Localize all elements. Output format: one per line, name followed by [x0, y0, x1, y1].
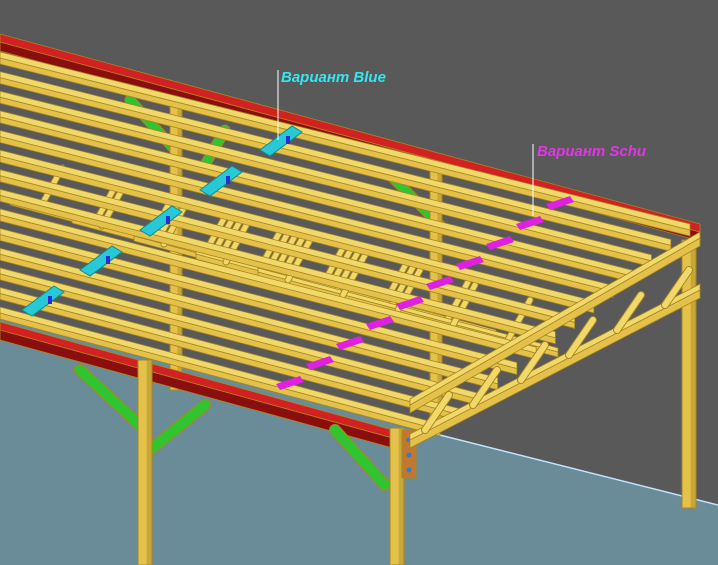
ground-edge-line: [419, 429, 718, 506]
blue-bolt-1: [106, 256, 110, 264]
schu-connector-5: [396, 296, 424, 310]
blue-bolt-2: [166, 216, 170, 224]
schu-connector-0: [546, 196, 574, 210]
deck-joist-9-top: [0, 228, 518, 370]
deck-joist-10-top: [0, 247, 499, 385]
blue-connector-4: [259, 125, 303, 157]
blue-connector-2: [139, 205, 183, 237]
front-post-2-shade: [398, 428, 404, 565]
side-truss-top-chord-top: [409, 231, 701, 406]
schu-connector-9: [276, 376, 304, 390]
deck-joist-0-top: [0, 51, 691, 231]
blue-connector-3: [199, 165, 243, 197]
front-post-1: [137, 359, 153, 565]
side-truss-web-0: [422, 392, 452, 433]
front-post-2: [389, 427, 405, 565]
schu-connector-4: [426, 276, 454, 290]
front-brace-3: [330, 425, 390, 490]
front-post-1-shade: [146, 360, 152, 565]
schu-connector-2: [486, 236, 514, 250]
blue-connector-0: [21, 285, 65, 317]
right-corner-post-shade: [690, 240, 696, 508]
joist-connectors: [21, 125, 574, 390]
annotation-labels: Вариант Blue Вариант Schu: [277, 69, 646, 216]
schu-variant-label: Вариант Schu: [537, 143, 646, 160]
blue-bolt-0: [48, 296, 52, 304]
deck-joists: [0, 51, 691, 437]
front-brace-1: [75, 365, 150, 435]
plate-bolt-1: [406, 452, 412, 458]
side-truss-web-1: [470, 367, 500, 408]
side-truss-bottom-chord-top: [409, 283, 701, 441]
schu-connector-6: [366, 316, 394, 330]
blue-variant-label: Вариант Blue: [281, 69, 386, 86]
blue-bolt-3: [226, 176, 230, 184]
schu-connector-1: [516, 216, 544, 230]
front-frame: [0, 231, 701, 565]
side-truss-web-3: [566, 317, 596, 358]
blue-connector-1: [79, 245, 123, 277]
plate-bolt-2: [406, 467, 412, 473]
deck-joist-1-top: [0, 71, 672, 246]
side-truss-web-5: [662, 267, 692, 308]
schu-connector-7: [336, 336, 364, 350]
front-brace-2: [145, 400, 210, 455]
side-truss-web-2: [518, 342, 548, 383]
schu-connector-8: [306, 356, 334, 370]
side-truss-web-4: [614, 292, 644, 333]
blue-bolt-4: [286, 136, 290, 144]
schu-connector-3: [456, 256, 484, 270]
